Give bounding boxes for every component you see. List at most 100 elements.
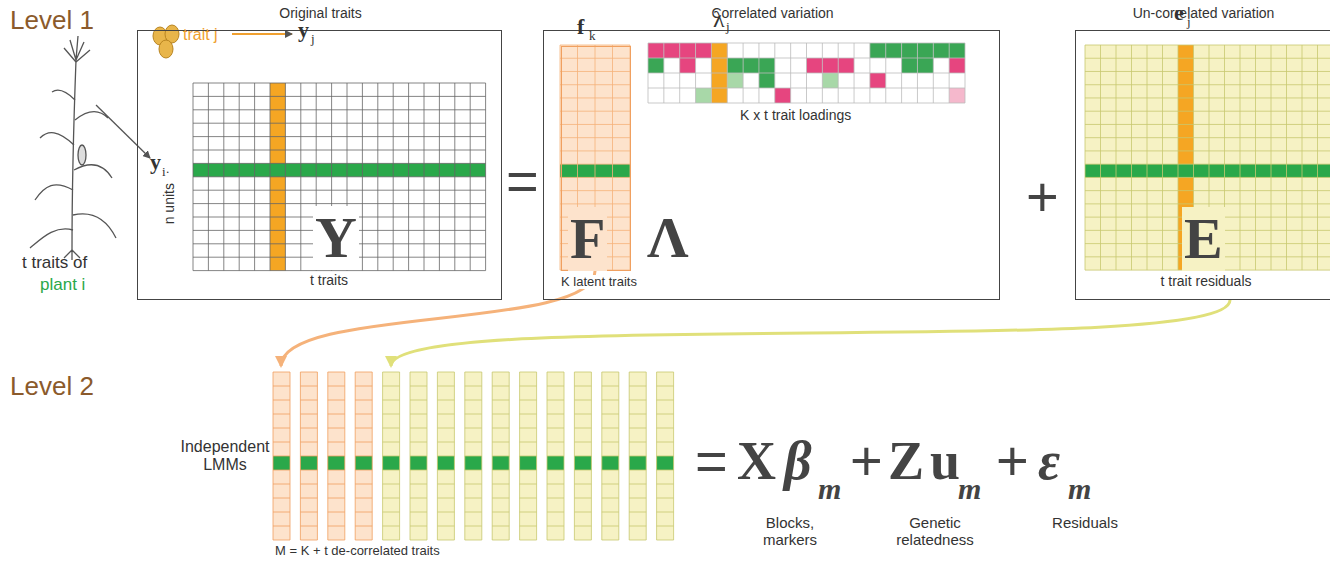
grid-stroke (1085, 177, 1330, 178)
grid-stroke (574, 442, 591, 443)
grid-stroke (492, 386, 509, 387)
plant-row (328, 456, 345, 470)
grid-stroke (560, 150, 630, 151)
node-text: f (577, 15, 584, 39)
grid-stroke (648, 73, 965, 74)
math-symbol: Z (888, 432, 924, 491)
loading-cell (648, 43, 664, 58)
math-subscript: m (958, 472, 981, 505)
grid-stroke (574, 470, 591, 471)
loading-cell (933, 43, 949, 58)
grid-stroke (547, 498, 564, 499)
grid-stroke (574, 484, 591, 485)
grid-stroke (560, 111, 630, 112)
matrix-fill (520, 372, 537, 540)
loading-cell (949, 88, 965, 103)
grid-stroke (602, 428, 619, 429)
grid-stroke (520, 512, 537, 513)
matrix-grids (193, 43, 1330, 540)
loading-cell (870, 43, 886, 58)
grid-stroke (437, 386, 454, 387)
loading-cell (727, 58, 743, 73)
grid-stroke (328, 372, 345, 373)
grid-stroke (273, 540, 290, 541)
grid-stroke (437, 442, 454, 443)
grid-stroke (465, 470, 482, 471)
loading-cell (775, 88, 791, 103)
grid-stroke (492, 484, 509, 485)
trait-label: trait j (183, 26, 218, 44)
grid-stroke (410, 386, 427, 387)
grid-stroke (1147, 45, 1148, 270)
matrix-fill (300, 372, 317, 540)
loading-cell (902, 58, 918, 73)
plant-row (547, 456, 564, 470)
math-symbol: X (737, 432, 776, 491)
loading-cell (807, 58, 823, 73)
loading-cell (648, 58, 664, 73)
grid-stroke (1085, 190, 1330, 191)
grid-stroke (437, 414, 454, 415)
grid-stroke (1116, 45, 1117, 270)
plant-row (410, 456, 427, 470)
grid-stroke (492, 526, 509, 527)
axis-label: t traits (310, 273, 348, 288)
grid-stroke (465, 526, 482, 527)
loading-cell (949, 43, 965, 58)
grid-stroke (547, 400, 564, 401)
grid-stroke (520, 484, 537, 485)
grid-stroke (629, 498, 646, 499)
grid-stroke (602, 414, 619, 415)
latent-matrix: fkFK latent traits (561, 46, 631, 271)
grid-stroke (437, 526, 454, 527)
grid-stroke (492, 428, 509, 429)
node-text: j (1187, 15, 1191, 29)
grid-stroke (547, 456, 564, 457)
grid-stroke (629, 470, 646, 471)
grid-stroke (657, 400, 674, 401)
grid-stroke (574, 414, 591, 415)
plant-row (300, 456, 317, 470)
grid-stroke (410, 372, 427, 373)
grid-stroke (383, 442, 400, 443)
grid-stroke (410, 470, 427, 471)
grid-stroke (629, 540, 646, 541)
grid-stroke (328, 414, 345, 415)
grid-stroke (193, 83, 486, 84)
grid-stroke (1085, 58, 1330, 59)
grid-stroke (1085, 164, 1330, 165)
node-text: e (1174, 1, 1184, 25)
grid-stroke (520, 386, 537, 387)
grid-stroke (602, 470, 619, 471)
axis-label: K x t trait loadings (740, 108, 851, 123)
grid-stroke (560, 137, 630, 138)
grid-stroke (300, 470, 317, 471)
loading-cell (902, 43, 918, 58)
grid-stroke (355, 498, 372, 499)
grid-stroke (300, 428, 317, 429)
grid-stroke (437, 456, 454, 457)
pointer-line (96, 105, 150, 158)
grid-stroke (657, 484, 674, 485)
grid-stroke (328, 484, 345, 485)
grid-stroke (602, 400, 619, 401)
grid-stroke (410, 512, 427, 513)
grid-stroke (657, 512, 674, 513)
axis-label: n units (162, 174, 177, 234)
loading-cell (664, 43, 680, 58)
grid-stroke (574, 372, 591, 373)
loading-cell (680, 58, 696, 73)
loading-cell (743, 58, 759, 73)
grid-stroke (629, 526, 646, 527)
grid-stroke (492, 470, 509, 471)
grid-stroke (492, 372, 509, 373)
grid-stroke (1162, 45, 1163, 270)
grid-stroke (355, 428, 372, 429)
matrix-fill (193, 83, 486, 271)
grid-stroke (193, 190, 486, 191)
math-symbol: ε (1038, 432, 1060, 491)
grid-stroke (437, 540, 454, 541)
grid-stroke (383, 484, 400, 485)
matrix-fill (574, 372, 591, 540)
